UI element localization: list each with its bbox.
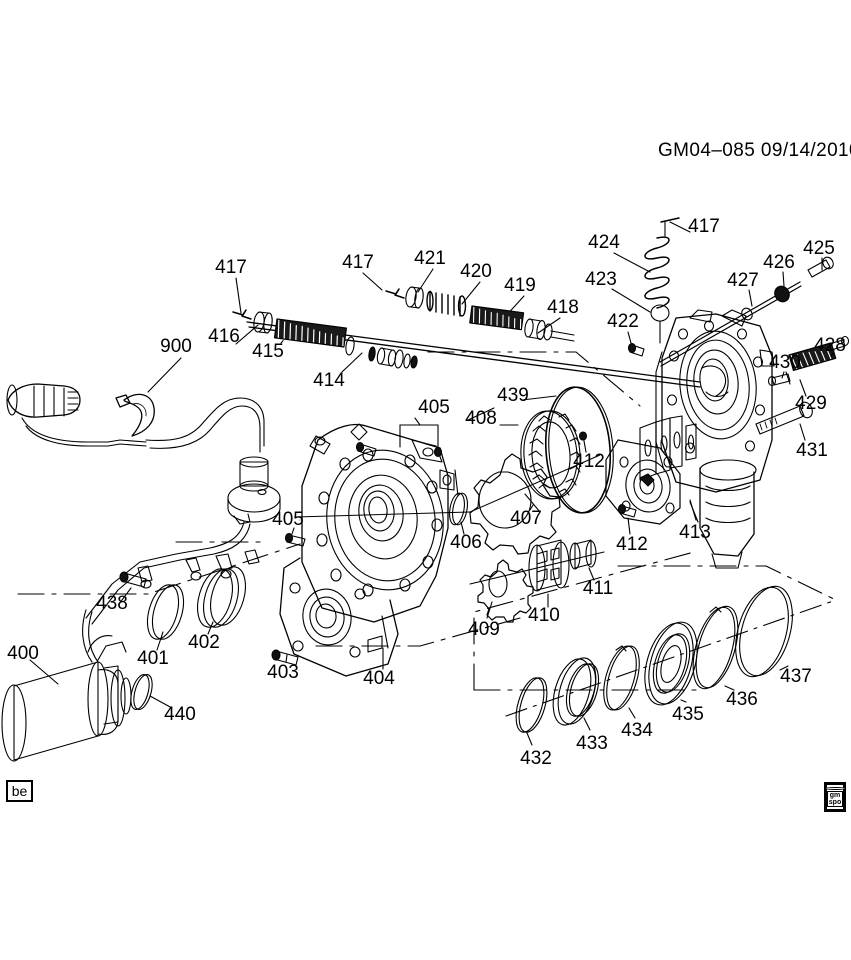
part-callout-412a: 412 bbox=[573, 451, 605, 472]
part-callout-418: 418 bbox=[547, 297, 579, 318]
part-callout-438: 438 bbox=[96, 593, 128, 614]
part-callout-417c: 417 bbox=[688, 216, 720, 237]
part-callout-417b: 417 bbox=[342, 252, 374, 273]
part-callout-429: 429 bbox=[795, 393, 827, 414]
logo-ellipse-icon bbox=[824, 787, 846, 790]
part-callout-411: 411 bbox=[582, 578, 614, 599]
part-callout-405b: 405 bbox=[272, 509, 304, 530]
part-callout-437: 437 bbox=[780, 666, 812, 687]
part-callout-406: 406 bbox=[450, 532, 482, 553]
part-callout-414: 414 bbox=[313, 370, 345, 391]
part-callout-413: 413 bbox=[679, 522, 711, 543]
part-callout-440: 440 bbox=[164, 704, 196, 725]
part-callout-402: 402 bbox=[188, 632, 220, 653]
part-callout-407: 407 bbox=[510, 508, 542, 529]
part-callout-432: 432 bbox=[520, 748, 552, 769]
part-callout-417a: 417 bbox=[215, 257, 247, 278]
part-callout-421: 421 bbox=[414, 248, 446, 269]
part-callout-431: 431 bbox=[796, 440, 828, 461]
part-callout-424: 424 bbox=[588, 232, 620, 253]
part-callout-436: 436 bbox=[726, 689, 758, 710]
part-callout-404: 404 bbox=[363, 668, 395, 689]
part-callout-415: 415 bbox=[252, 341, 284, 362]
part-callout-408: 408 bbox=[465, 408, 497, 429]
part-callout-400: 400 bbox=[7, 643, 39, 664]
part-callout-430: 430 bbox=[769, 352, 801, 373]
part-callout-409: 409 bbox=[468, 619, 500, 640]
part-callout-433: 433 bbox=[576, 733, 608, 754]
part-callout-428: 428 bbox=[814, 335, 846, 356]
part-callout-420: 420 bbox=[460, 261, 492, 282]
part-callout-401: 401 bbox=[137, 648, 169, 669]
part-callout-439: 439 bbox=[497, 385, 529, 406]
part-callout-435: 435 bbox=[672, 704, 704, 725]
logo-text: gm spo bbox=[826, 791, 844, 807]
part-callout-405a: 405 bbox=[418, 397, 450, 418]
part-callout-403: 403 bbox=[267, 662, 299, 683]
part-callout-434: 434 bbox=[621, 720, 653, 741]
sheet-code-tag: be bbox=[6, 780, 33, 802]
part-callout-410: 410 bbox=[528, 605, 560, 626]
part-callout-419: 419 bbox=[504, 275, 536, 296]
part-callout-900: 900 bbox=[160, 336, 192, 357]
part-callout-416: 416 bbox=[208, 326, 240, 347]
logo-line-2: spo bbox=[828, 799, 842, 806]
part-callout-423: 423 bbox=[585, 269, 617, 290]
gm-spo-logo: gm spo bbox=[824, 782, 846, 812]
part-callout-425: 425 bbox=[803, 238, 835, 259]
logo-line-1: gm bbox=[829, 792, 841, 799]
part-callout-412b: 412 bbox=[616, 534, 648, 555]
drawing-header: GM04–085 09/14/2010 bbox=[658, 140, 851, 161]
part-callout-427: 427 bbox=[727, 270, 759, 291]
part-callout-426: 426 bbox=[763, 252, 795, 273]
part-callout-422: 422 bbox=[607, 311, 639, 332]
